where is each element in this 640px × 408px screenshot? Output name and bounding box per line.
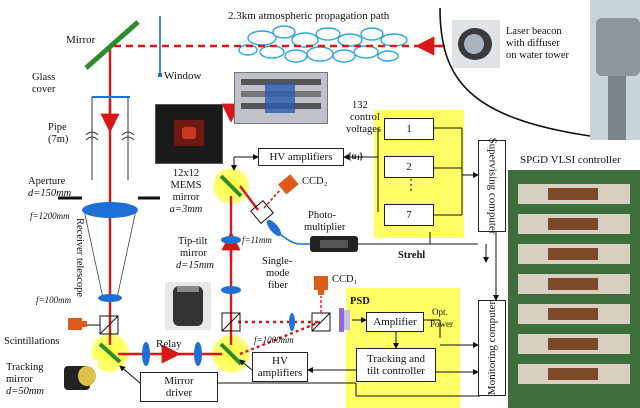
glass-cover-label-2: cover bbox=[32, 84, 56, 95]
window-label: Window bbox=[164, 70, 202, 82]
f1000-label: f=1000mm bbox=[254, 335, 294, 345]
monitoring-computer-label: Monitoring computer bbox=[486, 300, 498, 396]
chip-ellipsis: ⋮ bbox=[404, 178, 418, 193]
relay-label: Relay bbox=[156, 338, 182, 350]
ccd2-camera bbox=[278, 174, 299, 195]
beacon-label-1: Laser beacon bbox=[506, 26, 562, 37]
ccd1-camera bbox=[314, 276, 328, 290]
mems-label-3: mirror bbox=[172, 192, 200, 203]
tracking-controller-line2: tilt controller bbox=[367, 365, 425, 377]
glass-cover-label-1: Glass bbox=[32, 72, 56, 83]
supervising-computer-box: Supervising computer bbox=[478, 137, 506, 235]
pipe-label-1: Pipe bbox=[48, 122, 67, 133]
beacon-photo bbox=[452, 20, 500, 68]
chip-1-box: 1 bbox=[384, 118, 434, 140]
aperture-label-1: Aperture bbox=[28, 176, 66, 187]
hv-amplifiers-bottom-box: HV amplifiers bbox=[252, 352, 308, 382]
tracking-controller-line1: Tracking and bbox=[367, 353, 425, 365]
mems-label-4: a=3mm bbox=[169, 204, 203, 215]
opt-power-label-2: Power bbox=[430, 319, 453, 329]
fiber-label-1: Single- bbox=[262, 256, 293, 267]
spgd-controller-label: SPGD VLSI controller bbox=[520, 154, 621, 166]
pipe-label-2: (7m) bbox=[48, 134, 69, 145]
beacon-label-2: with diffuser bbox=[506, 38, 560, 49]
monitoring-computer-box: Monitoring computer bbox=[478, 300, 506, 396]
hv-bottom-line1: HV bbox=[272, 355, 288, 367]
mems-electronics-photo bbox=[234, 72, 328, 124]
receiver-telescope-label: Receiver telescope bbox=[74, 218, 85, 297]
aperture-label-2: d=150mm bbox=[28, 188, 72, 199]
fold-mirror bbox=[84, 20, 140, 70]
tracking-controller-box: Tracking and tilt controller bbox=[356, 348, 436, 382]
tracking-mirror-label-1: Tracking bbox=[6, 362, 44, 373]
scintillation-camera bbox=[68, 318, 82, 330]
chip-2-box: 2 bbox=[384, 156, 434, 178]
psd-sensor bbox=[339, 308, 344, 332]
tiptilt-label-2: mirror bbox=[180, 248, 207, 259]
propagation-path-label: 2.3km atmospheric propagation path bbox=[228, 10, 390, 22]
tiptilt-photo bbox=[165, 282, 211, 330]
scintillations-label: Scintillations bbox=[4, 336, 60, 347]
control-voltages-label-1: 132 bbox=[352, 100, 368, 111]
hv-bottom-line2: amplifiers bbox=[257, 367, 303, 379]
f11-label: f=11mm bbox=[242, 235, 272, 245]
mems-label-1: 12x12 bbox=[172, 168, 200, 179]
turbulence-bubbles bbox=[238, 25, 408, 63]
ccd1-label: CCD₁ bbox=[332, 274, 358, 285]
fiber-label-2: mode bbox=[266, 268, 290, 279]
mirror-driver-line2: driver bbox=[165, 387, 193, 399]
mirror-driver-line1: Mirror bbox=[164, 375, 194, 387]
signal-wiring bbox=[119, 127, 499, 397]
water-tower-photo bbox=[590, 0, 640, 140]
chip-7-box: 7 bbox=[384, 204, 434, 226]
f1200-label: f=1200mm bbox=[30, 211, 70, 221]
tiptilt-label-1: Tip-tilt bbox=[178, 236, 208, 247]
primary-lens bbox=[82, 202, 138, 218]
ccd2-label: CCD₂ bbox=[302, 176, 328, 187]
mems-label-2: MEMS bbox=[170, 180, 202, 191]
single-mode-fiber bbox=[279, 233, 310, 245]
mirror-label: Mirror bbox=[66, 34, 96, 46]
tracking-mirror-label-3: d=50mm bbox=[6, 386, 45, 397]
tracking-mirror bbox=[98, 342, 122, 364]
photomultiplier-label-2: multiplier bbox=[304, 222, 346, 233]
control-voltages-label-3: voltages bbox=[346, 124, 381, 135]
secondary-lens bbox=[98, 294, 122, 302]
spgd-board-photo bbox=[508, 170, 640, 408]
tracking-mirror-photo bbox=[62, 360, 98, 394]
control-voltages-label-2: control bbox=[350, 112, 380, 123]
relay-lens-1 bbox=[142, 342, 150, 366]
supervising-computer-label: Supervising computer bbox=[486, 137, 499, 235]
tiptilt-mirror bbox=[219, 342, 243, 366]
f100-label: f=100mm bbox=[36, 295, 72, 305]
psd-label: PSD bbox=[350, 296, 370, 307]
mirror-driver-box: Mirror driver bbox=[140, 372, 218, 402]
amplifier-box: Amplifier bbox=[366, 312, 424, 332]
tracking-mirror-label-2: mirror bbox=[6, 374, 33, 385]
photomultiplier-label-1: Photo- bbox=[308, 210, 337, 221]
mems-photo bbox=[155, 104, 223, 164]
mems-mirror bbox=[219, 174, 243, 198]
fiber-label-3: fiber bbox=[268, 280, 288, 291]
strehl-label: Strehl bbox=[398, 250, 426, 261]
beacon-label-3: on water tower bbox=[506, 50, 569, 61]
opt-power-label-1: Opt. bbox=[432, 307, 448, 317]
relay-lens-2 bbox=[194, 342, 202, 366]
hv-amplifiers-top-box: HV amplifiers bbox=[258, 148, 344, 166]
tiptilt-label-3: d=15mm bbox=[176, 260, 215, 271]
control-vector-label: {uⱼ} bbox=[348, 151, 363, 161]
